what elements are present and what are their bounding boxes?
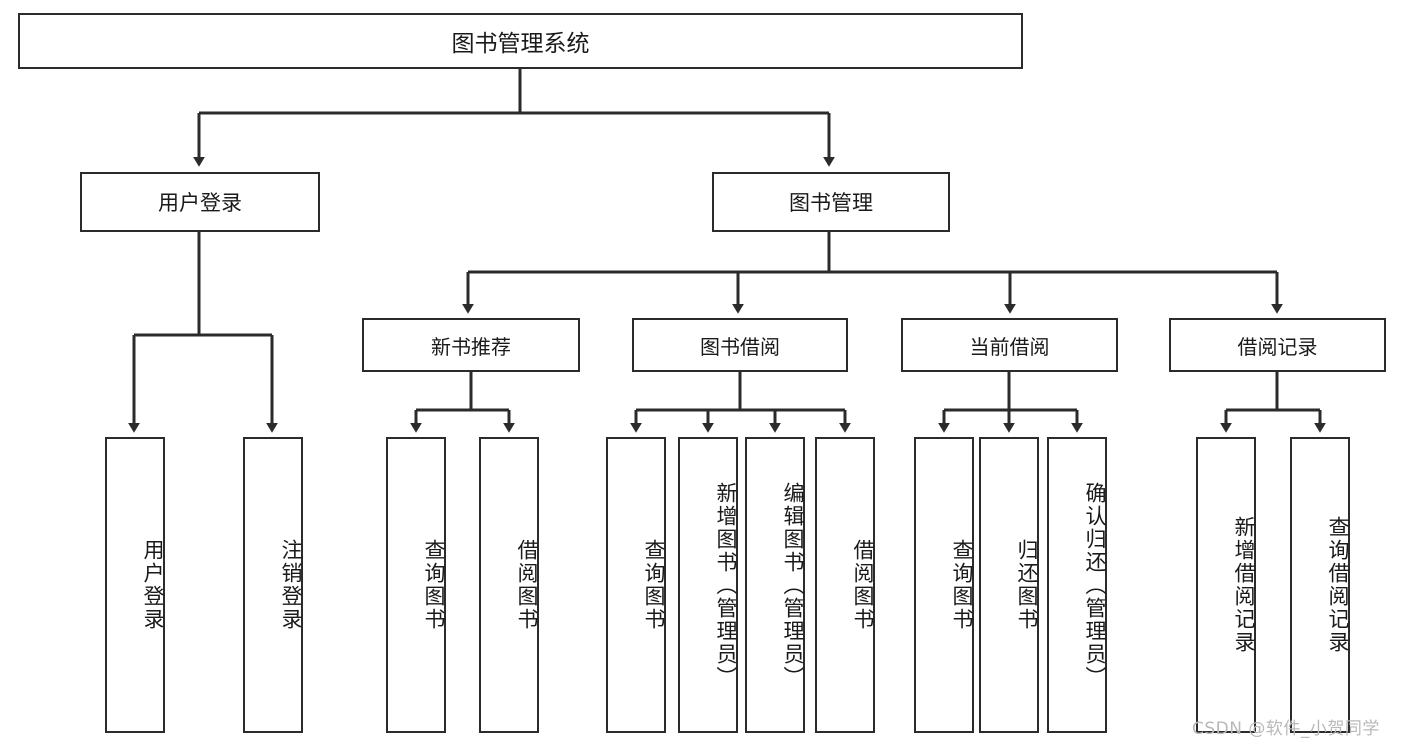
node-label: 归还图书: [1015, 539, 1039, 631]
node-borrow-records[interactable]: 借阅记录: [1169, 318, 1386, 372]
node-leaf[interactable]: 查询图书: [606, 437, 666, 733]
node-current-borrow[interactable]: 当前借阅: [901, 318, 1118, 372]
csdn-watermark: CSDN @软件_小贺同学: [1192, 719, 1380, 739]
node-leaf[interactable]: 借阅图书: [479, 437, 539, 733]
node-label: 查询图书: [642, 539, 666, 631]
node-leaf[interactable]: 确认归还（管理员）: [1047, 437, 1107, 733]
node-label: 借阅图书: [851, 539, 875, 631]
node-label: 编辑图书（管理员）: [781, 481, 805, 689]
node-leaf[interactable]: 借阅图书: [815, 437, 875, 733]
node-label: 借阅图书: [515, 539, 539, 631]
node-label: 查询图书: [422, 539, 446, 631]
node-label: 用户登录: [141, 539, 165, 631]
node-label: 图书借阅: [700, 334, 780, 359]
node-label: 新增图书（管理员）: [714, 481, 738, 689]
node-leaf[interactable]: 新增借阅记录: [1196, 437, 1256, 733]
node-label: 新书推荐: [431, 334, 511, 359]
node-root-system[interactable]: 图书管理系统: [18, 13, 1023, 69]
node-label: 图书管理: [789, 191, 873, 215]
node-label: 新增借阅记录: [1232, 516, 1256, 654]
node-leaf[interactable]: 查询借阅记录: [1290, 437, 1350, 733]
node-book-borrow[interactable]: 图书借阅: [632, 318, 848, 372]
node-new-book-recommend[interactable]: 新书推荐: [362, 318, 580, 372]
node-leaf[interactable]: 新增图书（管理员）: [678, 437, 738, 733]
node-leaf[interactable]: 编辑图书（管理员）: [745, 437, 805, 733]
node-user-login[interactable]: 用户登录: [80, 172, 320, 232]
node-label: 图书管理系统: [451, 31, 590, 57]
node-leaf[interactable]: 注销登录: [243, 437, 303, 733]
node-label: 查询图书: [950, 539, 974, 631]
node-label: 确认归还（管理员）: [1083, 481, 1107, 689]
node-leaf[interactable]: 查询图书: [386, 437, 446, 733]
node-leaf[interactable]: 查询图书: [914, 437, 974, 733]
node-label: 注销登录: [279, 539, 303, 631]
node-book-management[interactable]: 图书管理: [712, 172, 950, 232]
node-label: 借阅记录: [1237, 334, 1318, 359]
node-label: 当前借阅: [969, 334, 1050, 359]
node-leaf[interactable]: 归还图书: [979, 437, 1039, 733]
node-label: 查询借阅记录: [1326, 516, 1350, 654]
node-label: 用户登录: [158, 191, 242, 215]
node-leaf[interactable]: 用户登录: [105, 437, 165, 733]
